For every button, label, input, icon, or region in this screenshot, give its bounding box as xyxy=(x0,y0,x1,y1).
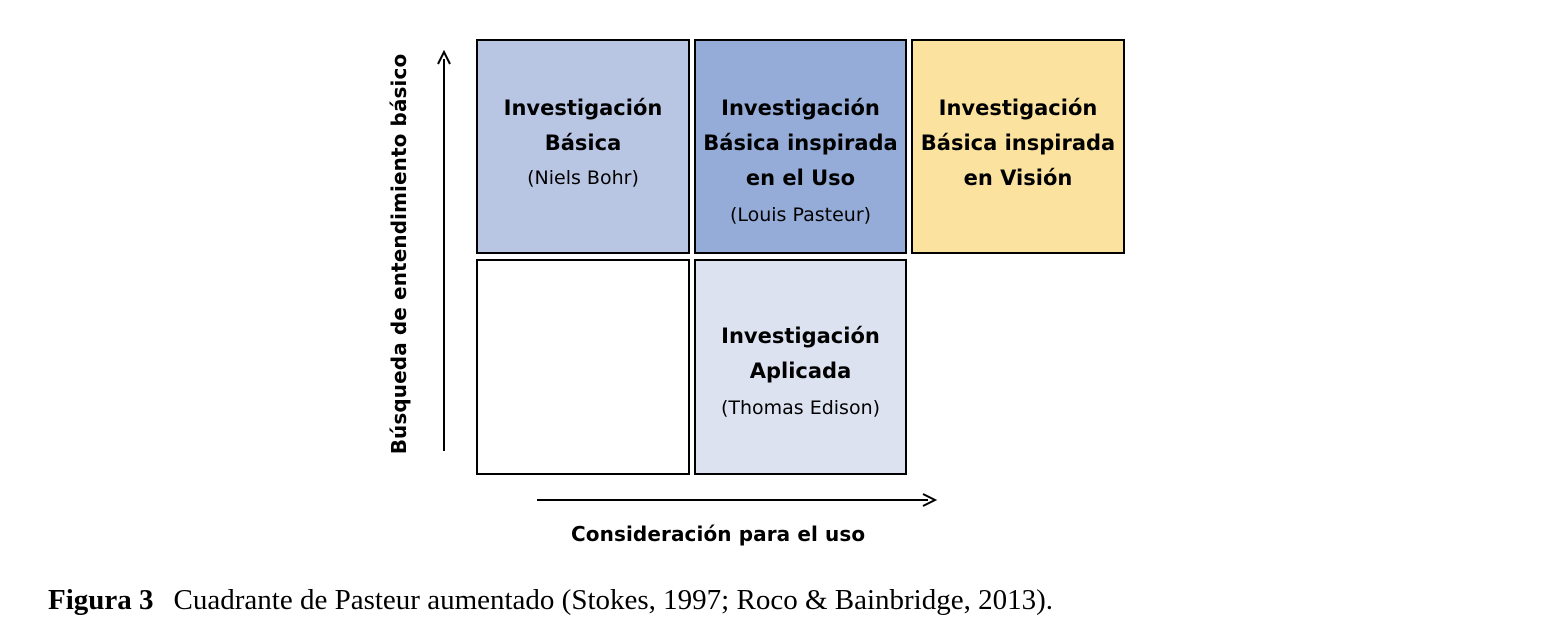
figure-caption-label: Figura 3 xyxy=(48,584,154,616)
quadrant-subtitle: (Niels Bohr) xyxy=(527,167,639,189)
quadrant-empty xyxy=(476,259,690,475)
x-axis-arrow xyxy=(537,493,938,507)
quadrant-basic-research: Investigación Básica (Niels Bohr) xyxy=(476,39,690,254)
y-axis-arrow xyxy=(437,49,451,451)
figure-caption-text: Cuadrante de Pasteur aumentado (Stokes, … xyxy=(173,584,1054,616)
quadrant-title-line: Aplicada xyxy=(749,359,852,383)
figure-caption: Figura 3 Cuadrante de Pasteur aumentado (… xyxy=(48,583,1053,617)
quadrant-title-line: Básica inspirada xyxy=(920,131,1116,155)
quadrant-title-line: en el Uso xyxy=(745,166,856,190)
quadrant-title-line: Investigación xyxy=(503,96,663,120)
quadrant-subtitle: (Thomas Edison) xyxy=(720,397,881,419)
quadrant-title-line: Básica inspirada xyxy=(703,131,898,155)
quadrant-title-line: Investigación xyxy=(721,96,880,120)
quadrant-title-line: en Visión xyxy=(963,166,1073,190)
quadrant-vision-inspired-basic-research: Investigación Básica inspirada en Visión xyxy=(911,39,1125,254)
quadrant-subtitle: (Louis Pasteur) xyxy=(729,204,872,226)
quadrant-applied-research: Investigación Aplicada (Thomas Edison) xyxy=(694,259,907,475)
y-axis-label: Búsqueda de entendimiento básico xyxy=(387,53,411,455)
x-axis-label: Consideración para el uso xyxy=(571,522,866,546)
quadrant-title-line: Investigación xyxy=(721,324,880,348)
quadrant-title-line: Investigación xyxy=(938,96,1098,120)
quadrant-title-line: Básica xyxy=(544,131,622,155)
quadrant-use-inspired-basic-research: Investigación Básica inspirada en el Uso… xyxy=(694,39,907,254)
